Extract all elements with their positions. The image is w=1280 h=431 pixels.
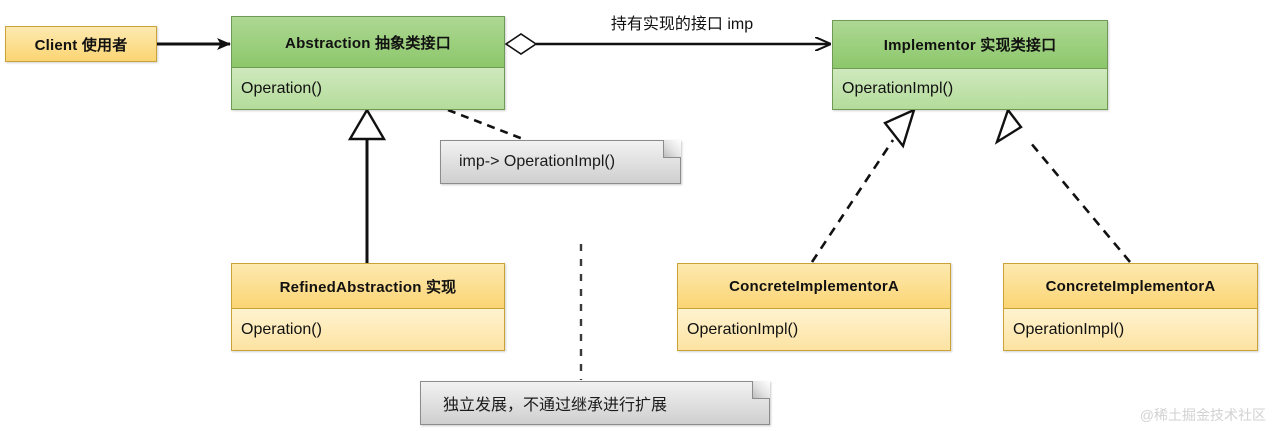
connector-concrete-a-implementor <box>810 139 895 263</box>
note-fold-corner <box>663 140 681 158</box>
class-box-client[interactable]: Client 使用者 <box>5 26 157 62</box>
note-text: 独立发展，不通过继承进行扩展 <box>443 397 668 414</box>
class-separator <box>232 67 504 68</box>
class-separator <box>678 308 950 309</box>
label-abstraction-implementor: 持有实现的接口 imp <box>610 16 754 33</box>
realization-triangle-a <box>883 107 916 149</box>
class-member-abstraction-operation: Operation() <box>232 68 504 109</box>
class-separator <box>833 68 1107 69</box>
note-independent-development[interactable]: 独立发展，不通过继承进行扩展 <box>420 381 770 425</box>
note-imp-operationimpl[interactable]: imp-> OperationImpl() <box>440 140 681 184</box>
class-name-client: Client 使用者 <box>6 27 156 61</box>
class-name-implementor: Implementor 实现类接口 <box>833 21 1107 68</box>
class-box-concrete-implementor-a[interactable]: ConcreteImplementorA OperationImpl() <box>677 263 951 351</box>
class-box-refined-abstraction[interactable]: RefinedAbstraction 实现 Operation() <box>231 263 505 351</box>
class-name-abstraction: Abstraction 抽象类接口 <box>232 17 504 67</box>
class-member-concrete-b-operationimpl: OperationImpl() <box>1004 309 1257 350</box>
aggregation-diamond <box>504 33 538 55</box>
class-member-implementor-operationimpl: OperationImpl() <box>833 69 1107 109</box>
class-member-refined-operation: Operation() <box>232 309 504 350</box>
note-fold-corner <box>752 381 770 399</box>
class-box-concrete-implementor-b[interactable]: ConcreteImplementorA OperationImpl() <box>1003 263 1258 351</box>
connector-note-abstraction <box>447 108 524 141</box>
class-member-concrete-a-operationimpl: OperationImpl() <box>678 309 950 350</box>
watermark: @稀土掘金技术社区 <box>1139 407 1266 423</box>
class-name-refined-abstraction: RefinedAbstraction 实现 <box>232 264 504 308</box>
class-separator <box>232 308 504 309</box>
generalization-triangle-abstraction <box>347 107 387 141</box>
connector-concrete-b-implementor <box>1029 141 1131 263</box>
realization-triangle-b <box>994 107 1023 145</box>
class-box-implementor[interactable]: Implementor 实现类接口 OperationImpl() <box>832 20 1108 110</box>
class-name-concrete-implementor-b: ConcreteImplementorA <box>1004 264 1257 308</box>
class-separator <box>1004 308 1257 309</box>
class-box-abstraction[interactable]: Abstraction 抽象类接口 Operation() <box>231 16 505 110</box>
class-name-concrete-implementor-a: ConcreteImplementorA <box>678 264 950 308</box>
note-text: imp-> OperationImpl() <box>459 153 616 170</box>
